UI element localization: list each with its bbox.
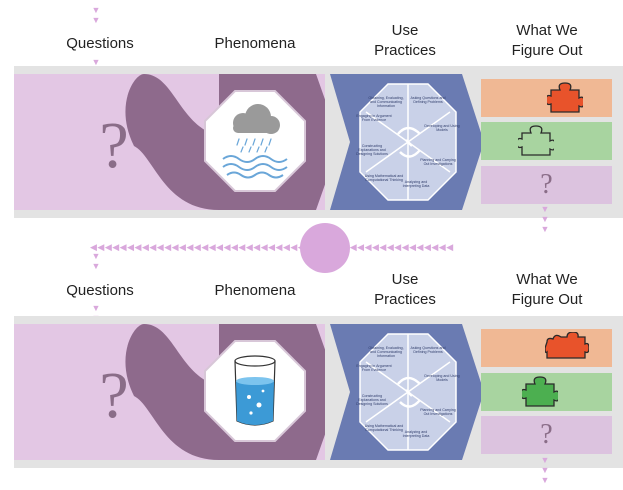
what-we-figure-out-header: What We Figure Out bbox=[511, 22, 583, 59]
practice-label: Obtaining, Evaluating, and Communicating… bbox=[368, 96, 404, 109]
puzzle-piece-icon bbox=[522, 376, 558, 407]
practice-label: Developing and Using Models bbox=[424, 124, 460, 133]
connector-arrow: ▼ bbox=[91, 251, 101, 261]
use-practices-header: Use Practices bbox=[374, 22, 436, 59]
practice-label: Engaging in Argument From Evidence bbox=[356, 114, 392, 123]
questions-header: Questions bbox=[66, 282, 134, 299]
what-we-figure-out-header: What We Figure Out bbox=[511, 271, 583, 308]
connector-arrow: ▼ bbox=[540, 224, 550, 234]
practice-label: Asking Questions and Defining Problems bbox=[410, 346, 446, 355]
connector-arrow: ▼ bbox=[540, 455, 550, 465]
practice-label: Obtaining, Evaluating, and Communicating… bbox=[368, 346, 404, 359]
connector-arrow: ▼ bbox=[540, 475, 550, 485]
cycle-circle bbox=[300, 223, 350, 273]
practice-label: Analyzing and Interpreting Data bbox=[402, 430, 430, 439]
practices-wheel: Obtaining, Evaluating, and Communicating… bbox=[330, 66, 486, 218]
rain-cloud-icon bbox=[204, 90, 306, 192]
practice-label: Constructing Explanations and Designing … bbox=[356, 144, 388, 157]
use-practices-header: Use Practices bbox=[374, 271, 436, 308]
figure-out-slot-2 bbox=[481, 373, 612, 411]
puzzle-piece-outline-icon bbox=[518, 125, 554, 156]
phenomena-header: Phenomena bbox=[214, 35, 296, 52]
question-mark: ? bbox=[540, 169, 553, 200]
connector-arrow: ▼ bbox=[540, 204, 550, 214]
practice-label: Planning and Carrying Out Investigations bbox=[420, 158, 456, 167]
question-mark: ? bbox=[540, 419, 553, 450]
practice-label: Using Mathematical and Computational Thi… bbox=[364, 174, 404, 183]
connector-arrow: ▼ bbox=[91, 15, 101, 25]
connector-arrow: ▼ bbox=[91, 261, 101, 271]
practices-wheel: Obtaining, Evaluating, and Communicating… bbox=[330, 316, 486, 468]
figure-out-slot-1 bbox=[481, 79, 612, 117]
connector-arrow: ▼ bbox=[540, 465, 550, 475]
connector-arrow: ▼ bbox=[540, 214, 550, 224]
figure-out-slot-3: ? bbox=[481, 166, 612, 204]
practice-label: Planning and Carrying Out Investigations bbox=[420, 408, 456, 417]
practice-label: Developing and Using Models bbox=[424, 374, 460, 383]
phenomenon-water bbox=[203, 339, 307, 443]
question-mark: ? bbox=[99, 359, 129, 432]
practice-label: Asking Questions and Defining Problems bbox=[410, 96, 446, 105]
figure-out-slot-3: ? bbox=[481, 416, 612, 454]
phenomenon-rain bbox=[203, 89, 307, 193]
practice-label: Using Mathematical and Computational Thi… bbox=[364, 424, 404, 433]
practice-label: Constructing Explanations and Designing … bbox=[356, 394, 388, 407]
practice-label: Analyzing and Interpreting Data bbox=[402, 180, 430, 189]
connector-arrow: ▼ bbox=[91, 5, 101, 15]
connector-arrow: ▼ bbox=[91, 303, 101, 313]
water-glass-icon bbox=[204, 340, 306, 442]
phenomena-header: Phenomena bbox=[214, 282, 296, 299]
figure-out-slot-2 bbox=[481, 122, 612, 160]
practice-label: Engaging in Argument From Evidence bbox=[356, 364, 392, 373]
question-mark: ? bbox=[99, 109, 129, 182]
puzzle-piece-icon bbox=[545, 332, 589, 359]
puzzle-piece-icon bbox=[547, 82, 583, 113]
connector-arrow-row: ◀◀◀◀◀◀◀◀◀◀◀◀◀◀◀◀◀◀◀◀◀◀◀◀◀◀◀◀◀◀◀◀◀◀◀◀◀◀◀◀… bbox=[90, 242, 454, 252]
figure-out-slot-1 bbox=[481, 329, 612, 367]
connector-arrow: ▼ bbox=[91, 57, 101, 67]
questions-header: Questions bbox=[66, 35, 134, 52]
